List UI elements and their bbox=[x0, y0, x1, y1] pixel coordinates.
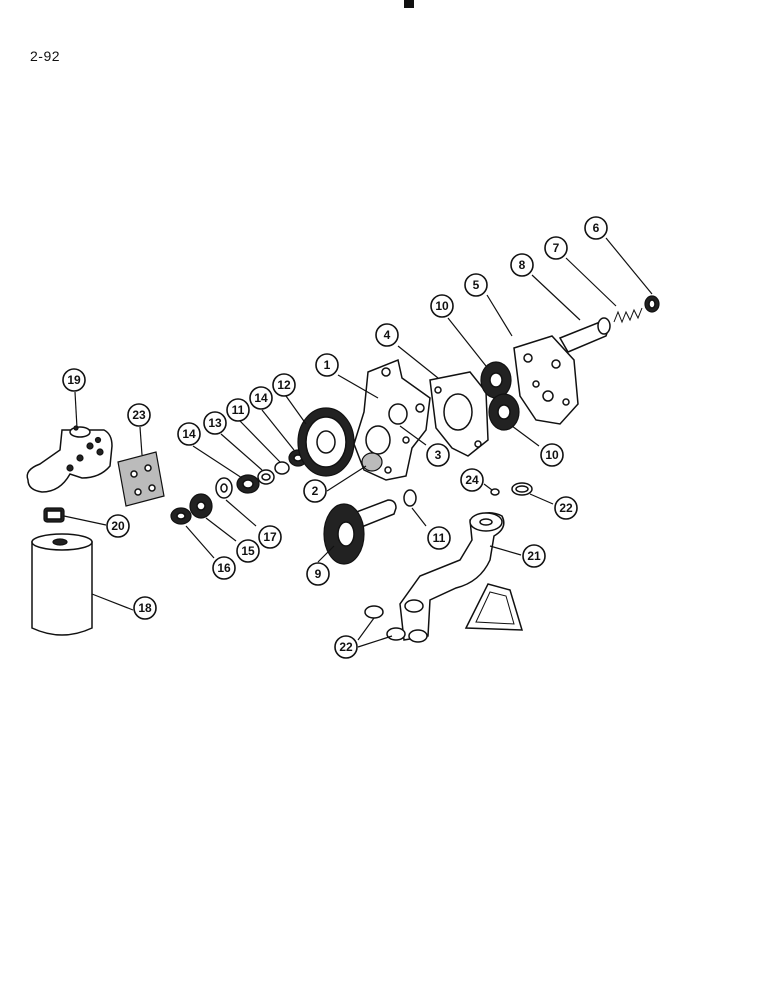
callout-5: 5 bbox=[464, 273, 488, 297]
svg-text:3: 3 bbox=[435, 448, 442, 462]
svg-text:13: 13 bbox=[208, 416, 222, 430]
callout-2: 2 bbox=[303, 479, 327, 503]
small-gear-part bbox=[189, 493, 213, 519]
nut-part bbox=[170, 507, 192, 525]
svg-text:2: 2 bbox=[312, 484, 319, 498]
svg-text:17: 17 bbox=[263, 530, 277, 544]
svg-text:16: 16 bbox=[217, 561, 231, 575]
relief-valve-plunger-part bbox=[558, 317, 611, 353]
svg-text:15: 15 bbox=[241, 544, 255, 558]
callout-4: 4 bbox=[375, 323, 399, 347]
svg-text:21: 21 bbox=[527, 549, 541, 563]
snap-ring-part bbox=[274, 461, 290, 475]
svg-text:12: 12 bbox=[277, 378, 291, 392]
svg-text:10: 10 bbox=[545, 448, 559, 462]
callout-7: 7 bbox=[544, 236, 568, 260]
callout-23: 23 bbox=[127, 403, 151, 427]
callout-22-upper: 22 bbox=[554, 496, 578, 520]
upper-seal-ring-part bbox=[511, 482, 533, 496]
callout-11-lower: 11 bbox=[427, 526, 451, 550]
svg-text:22: 22 bbox=[559, 501, 573, 515]
washer-part bbox=[215, 477, 233, 499]
small-washer-part bbox=[490, 488, 500, 496]
svg-text:1: 1 bbox=[324, 358, 331, 372]
svg-text:10: 10 bbox=[435, 299, 449, 313]
svg-text:19: 19 bbox=[67, 373, 81, 387]
svg-text:11: 11 bbox=[232, 403, 245, 417]
callout-8: 8 bbox=[510, 253, 534, 277]
callout-15: 15 bbox=[236, 539, 260, 563]
svg-text:14: 14 bbox=[254, 391, 268, 405]
callout-14-right: 14 bbox=[249, 386, 273, 410]
drive-gear-shaft-part bbox=[323, 499, 397, 565]
relief-valve-spring-part bbox=[613, 307, 643, 324]
pump-housing-part bbox=[429, 371, 489, 457]
svg-text:24: 24 bbox=[465, 473, 479, 487]
svg-text:18: 18 bbox=[138, 601, 152, 615]
pump-drive-gear-part bbox=[480, 361, 512, 399]
svg-text:5: 5 bbox=[473, 278, 480, 292]
callout-11-upper: 11 bbox=[226, 398, 250, 422]
filter-head-part bbox=[26, 425, 113, 493]
callout-19: 19 bbox=[62, 368, 86, 392]
relief-valve-plug-part bbox=[644, 295, 660, 313]
callout-16: 16 bbox=[212, 556, 236, 580]
page-number: 2-92 bbox=[30, 48, 61, 64]
filter-adapter-part bbox=[43, 507, 65, 523]
svg-text:9: 9 bbox=[315, 567, 322, 581]
callout-14-left: 14 bbox=[177, 422, 201, 446]
callout-21: 21 bbox=[522, 544, 546, 568]
svg-text:8: 8 bbox=[519, 258, 526, 272]
callout-6: 6 bbox=[584, 216, 608, 240]
svg-text:14: 14 bbox=[182, 427, 196, 441]
pump-end-cover-part bbox=[513, 335, 579, 425]
suction-pipe-part bbox=[399, 512, 524, 643]
callout-13: 13 bbox=[203, 411, 227, 435]
callout-1: 1 bbox=[315, 353, 339, 377]
svg-text:4: 4 bbox=[384, 328, 391, 342]
oil-filter-part bbox=[31, 533, 93, 636]
callout-9: 9 bbox=[306, 562, 330, 586]
callout-10-upper: 10 bbox=[430, 294, 454, 318]
callout-24: 24 bbox=[460, 468, 484, 492]
svg-text:22: 22 bbox=[339, 640, 353, 654]
callout-10-lower: 10 bbox=[540, 443, 564, 467]
filter-head-gasket-part bbox=[117, 451, 165, 507]
lower-snap-ring-part bbox=[403, 489, 417, 507]
svg-text:7: 7 bbox=[553, 241, 560, 255]
svg-text:23: 23 bbox=[132, 408, 146, 422]
title-fragment bbox=[404, 0, 414, 8]
callout-12: 12 bbox=[272, 373, 296, 397]
thrust-washer-part bbox=[257, 469, 275, 485]
svg-text:6: 6 bbox=[593, 221, 600, 235]
idler-gear-part bbox=[297, 407, 355, 477]
callout-18: 18 bbox=[133, 596, 157, 620]
svg-text:11: 11 bbox=[433, 531, 446, 545]
callout-22-lower: 22 bbox=[334, 635, 358, 659]
pump-body-part bbox=[353, 358, 431, 481]
leader-lines bbox=[63, 237, 653, 648]
bearing-part bbox=[236, 474, 260, 494]
callout-20: 20 bbox=[106, 514, 130, 538]
svg-text:20: 20 bbox=[111, 519, 125, 533]
pump-driven-gear-part bbox=[488, 393, 520, 431]
callout-3: 3 bbox=[426, 443, 450, 467]
callout-17: 17 bbox=[258, 525, 282, 549]
